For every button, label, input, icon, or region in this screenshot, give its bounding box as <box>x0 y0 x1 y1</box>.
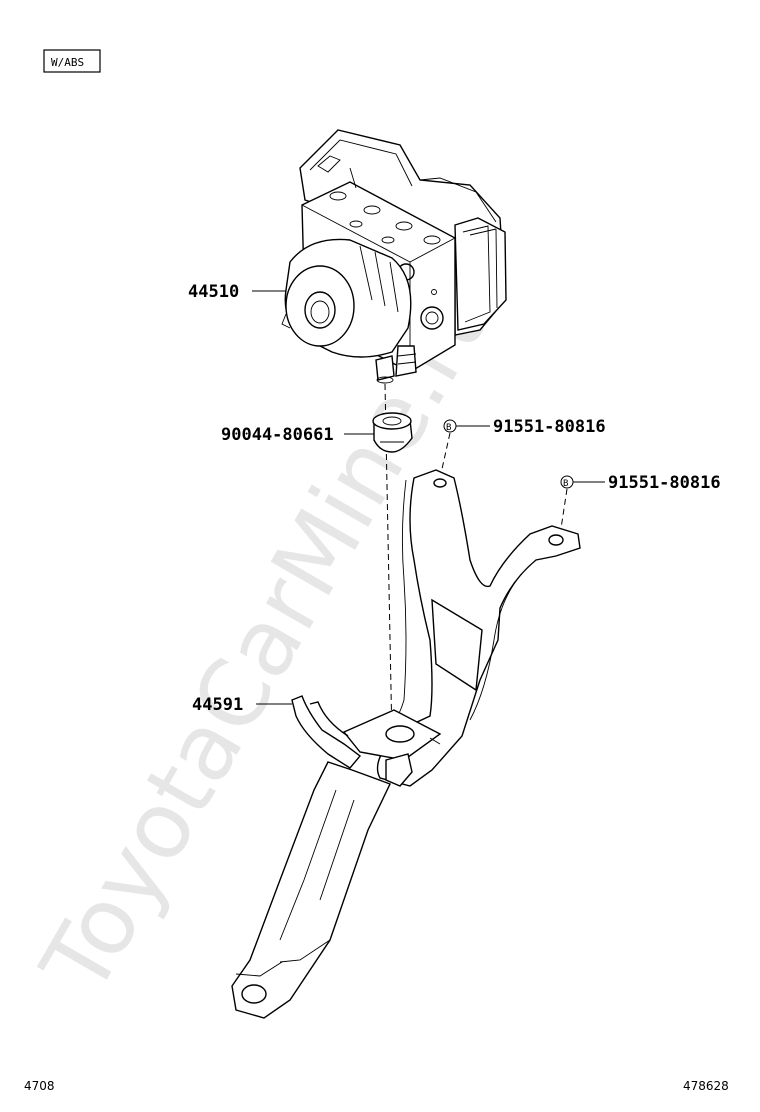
bolt-marker-a: B <box>443 419 457 433</box>
grommet-drawing[interactable] <box>372 412 413 453</box>
abs-actuator-drawing[interactable] <box>281 129 507 384</box>
bolt-marker-b: B <box>560 475 574 489</box>
bolt-marker-b-text: B <box>563 479 568 489</box>
footer-left-code: 4708 <box>24 1079 55 1093</box>
label-44591[interactable]: 44591 <box>192 695 243 715</box>
footer-right-code: 478628 <box>683 1079 729 1093</box>
condition-badge-text: W/ABS <box>51 56 84 69</box>
condition-badge: W/ABS <box>43 49 101 73</box>
label-90044-80661[interactable]: 90044-80661 <box>221 425 334 445</box>
abs-bracket-drawing[interactable] <box>231 469 581 1019</box>
label-91551-80816-a[interactable]: 91551-80816 <box>493 417 606 437</box>
bolt-b-line <box>559 488 568 536</box>
bolt-marker-a-text: B <box>446 423 451 433</box>
bolt-a-line <box>439 432 451 479</box>
label-91551-80816-b[interactable]: 91551-80816 <box>608 473 721 493</box>
label-44510[interactable]: 44510 <box>188 282 239 302</box>
